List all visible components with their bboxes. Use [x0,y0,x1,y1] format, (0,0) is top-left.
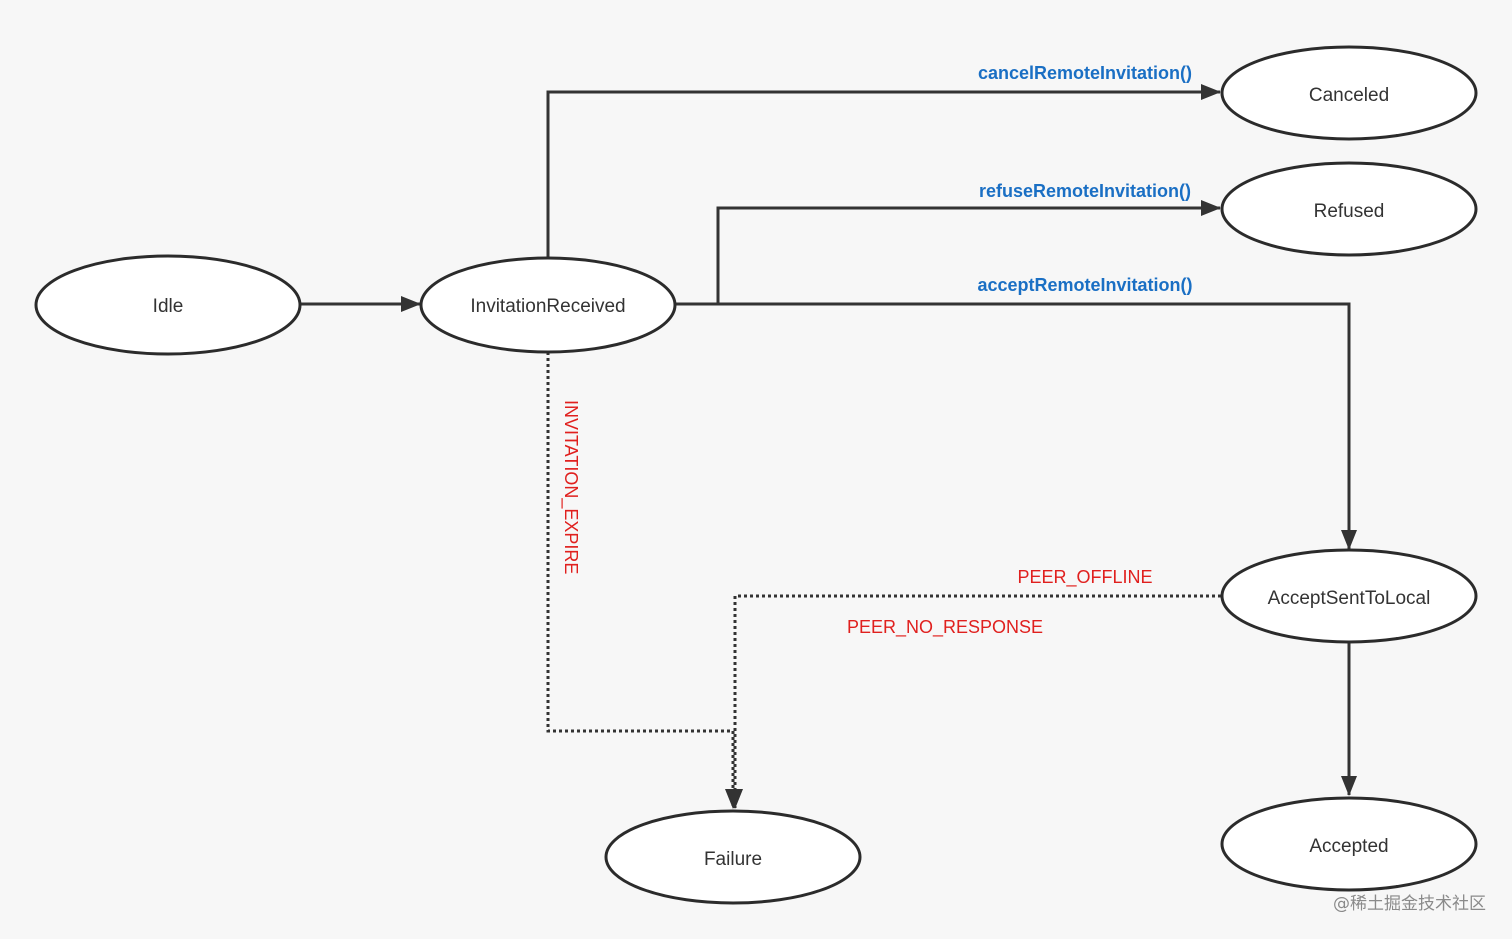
node-invitation-received-label: InvitationReceived [470,296,625,317]
edge-accept [676,302,1357,550]
node-idle: Idle [34,254,302,356]
edge-label-cancel: cancelRemoteInvitation() [978,63,1192,83]
node-failure-label: Failure [704,849,762,870]
edge-label-invitation-expire: INVITATION_EXPIRE [560,400,581,574]
node-refused: Refused [1220,161,1478,257]
edge-label-refuse: refuseRemoteInvitation() [979,181,1191,201]
edge-label-peer-offline: PEER_OFFLINE [1017,567,1152,588]
watermark: @稀土掘金技术社区 [1333,894,1486,914]
node-accepted: Accepted [1220,796,1478,892]
node-accepted-label: Accepted [1309,836,1388,857]
node-refused-label: Refused [1314,201,1385,222]
node-accept-sent-to-local: AcceptSentToLocal [1220,548,1478,644]
edge-label-peer-no-response: PEER_NO_RESPONSE [847,617,1043,638]
node-failure: Failure [604,809,862,905]
node-idle-label: Idle [153,296,184,317]
edge-peer-failure [727,594,1221,809]
node-canceled: Canceled [1220,45,1478,141]
node-canceled-label: Canceled [1309,85,1389,106]
edge-invitation-expire [546,352,741,809]
node-invitation-received: InvitationReceived [419,256,677,354]
node-accept-sent-to-local-label: AcceptSentToLocal [1268,588,1431,609]
edge-label-accept: acceptRemoteInvitation() [977,275,1192,295]
edge-cancel [546,84,1221,258]
edge-refuse [716,200,1221,304]
